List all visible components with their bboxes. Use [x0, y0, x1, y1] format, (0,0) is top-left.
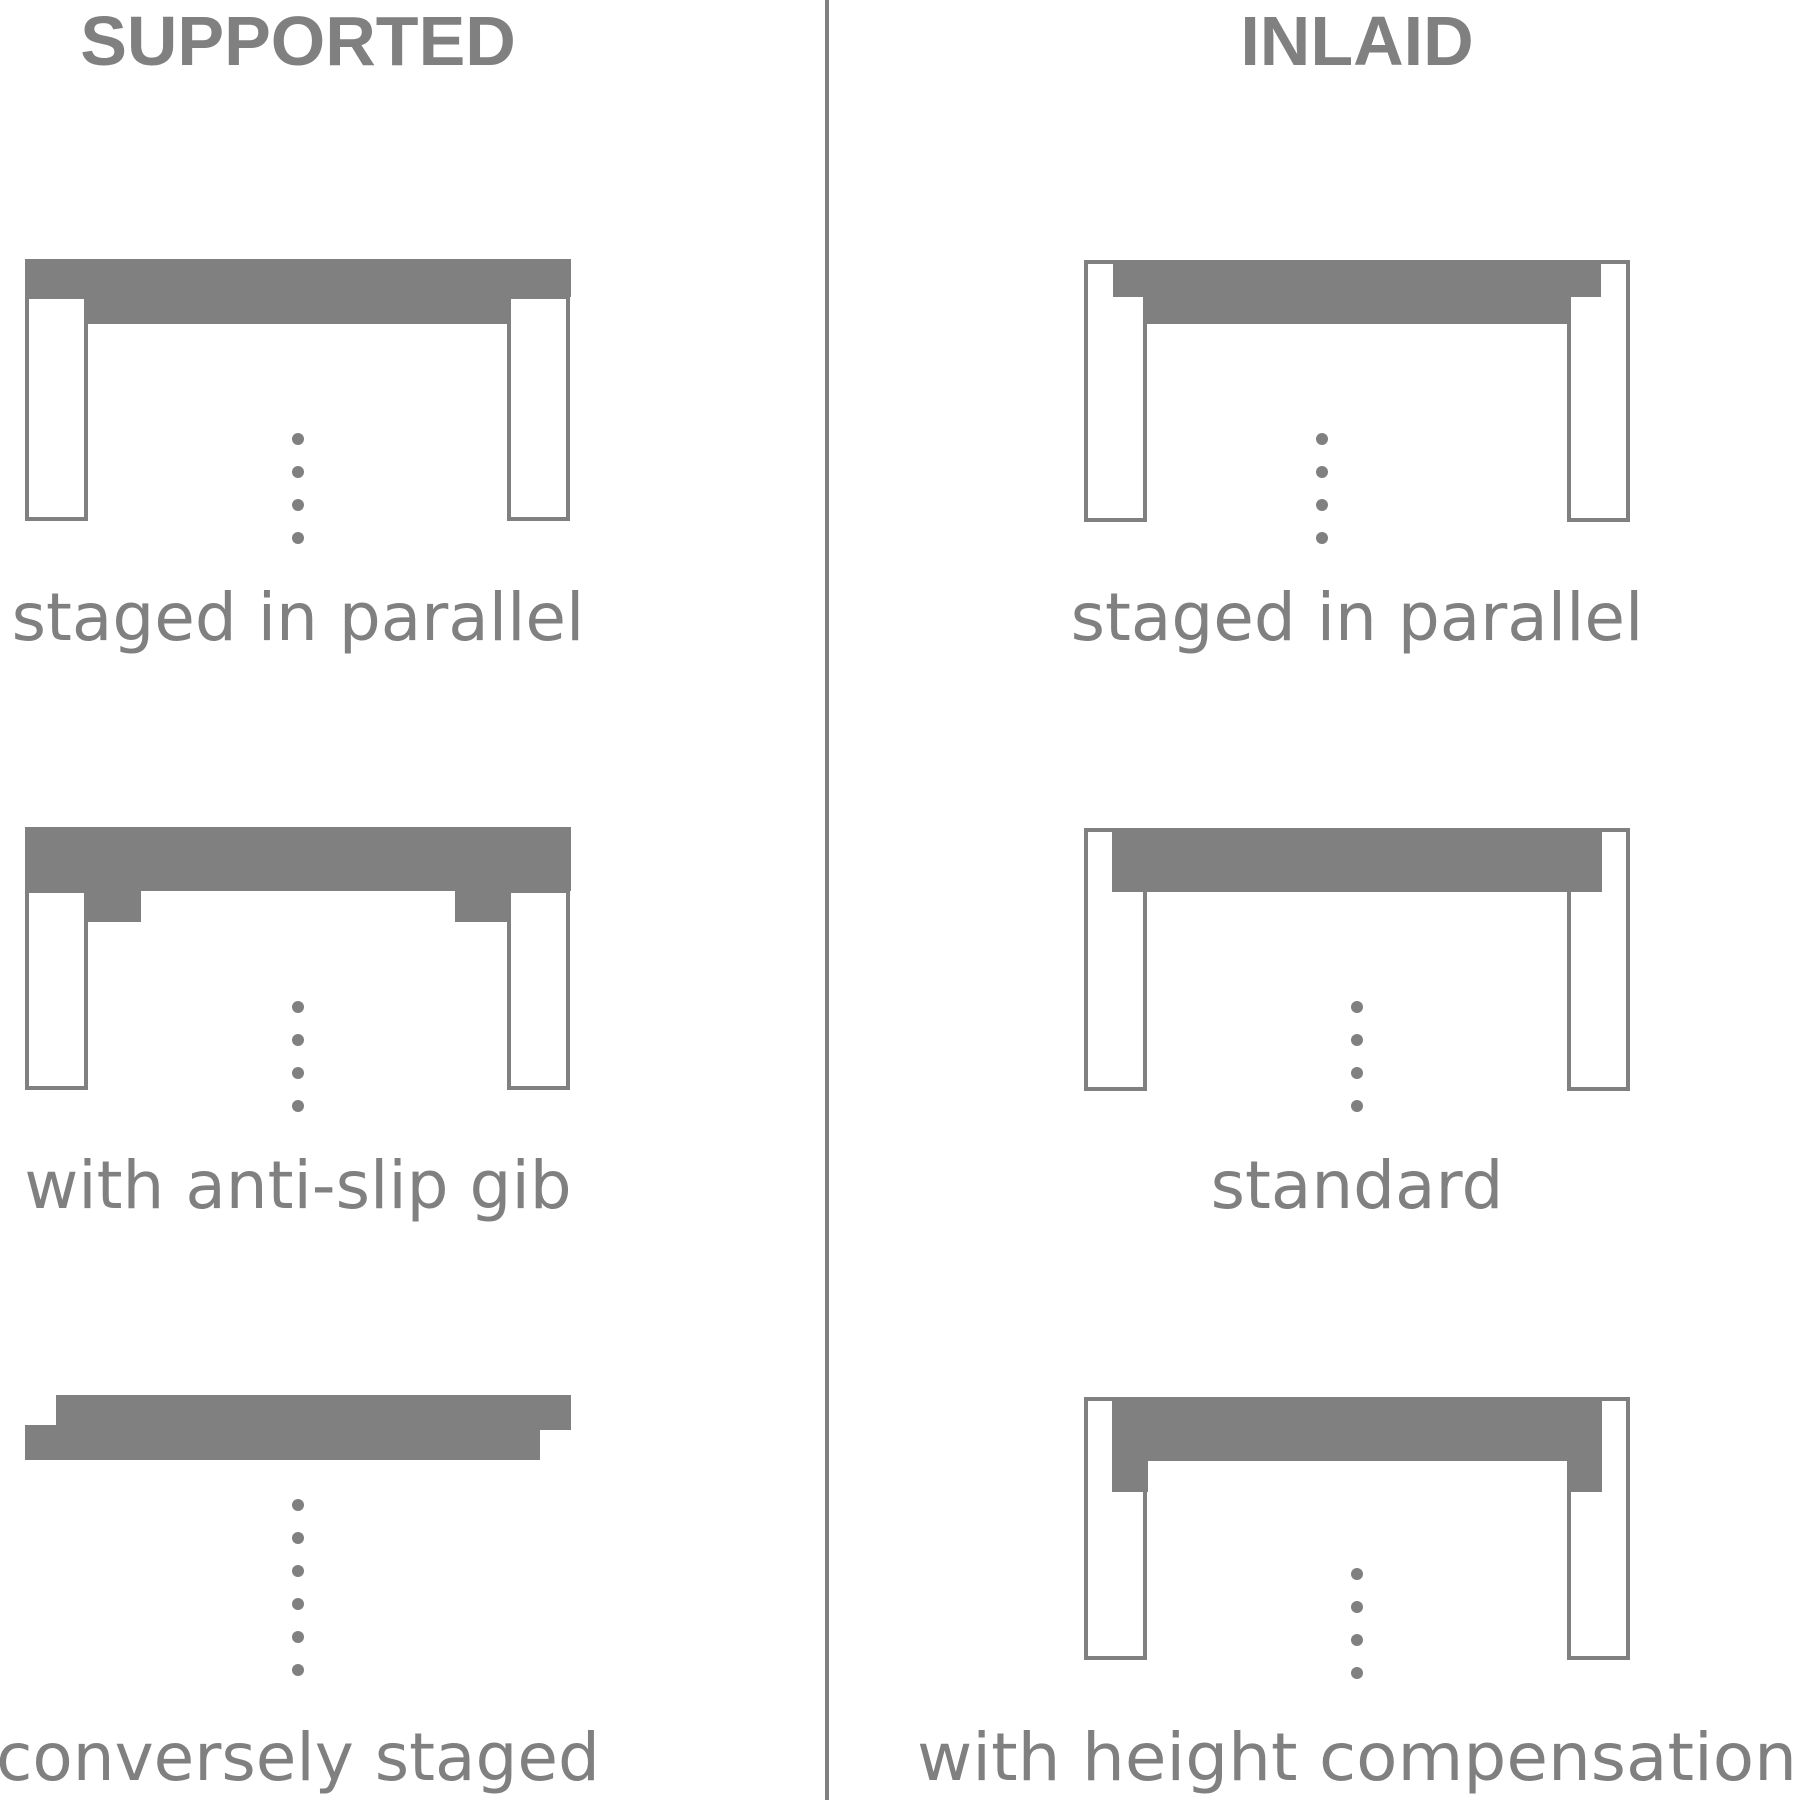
deck-slab: [25, 259, 571, 324]
left-post: [25, 889, 88, 1090]
inlaid-slab: [1113, 260, 1601, 324]
supported-conversely-staged-figure: [25, 1395, 571, 1676]
deck-slab-with-gibs: [25, 827, 571, 922]
supported-anti-slip-gib-figure: [25, 827, 571, 1112]
caption-inlaid-3: with height compensation: [917, 1719, 1793, 1796]
supported-staged-in-parallel-figure: [25, 259, 571, 544]
continuation-dots: [1351, 1001, 1363, 1112]
continuation-dots: [292, 1499, 304, 1676]
caption-supported-1: staged in parallel: [12, 579, 585, 656]
heading-supported: SUPPORTED: [80, 2, 516, 80]
caption-inlaid-2: standard: [1211, 1147, 1504, 1224]
right-post: [1567, 260, 1630, 522]
heading-inlaid: INLAID: [1240, 2, 1473, 80]
left-post: [1084, 260, 1147, 522]
compensated-slab: [1112, 1397, 1602, 1492]
inlaid-staged-in-parallel-figure: [1084, 260, 1630, 544]
continuation-dots: [292, 433, 304, 544]
caption-supported-2: with anti-slip gib: [24, 1147, 571, 1224]
continuation-dots: [1316, 433, 1328, 544]
inlaid-slab: [1112, 828, 1602, 892]
inlaid-height-compensation-figure: [1084, 1397, 1630, 1679]
right-post: [507, 889, 570, 1090]
caption-supported-3: conversely staged: [0, 1719, 600, 1796]
left-post: [25, 295, 88, 521]
continuation-dots: [1351, 1568, 1363, 1679]
right-post: [507, 295, 570, 521]
right-post: [1567, 1397, 1630, 1660]
continuation-dots: [292, 1001, 304, 1112]
caption-inlaid-1: staged in parallel: [1071, 579, 1644, 656]
stepped-slab: [25, 1395, 571, 1460]
inlaid-standard-figure: [1084, 828, 1630, 1112]
